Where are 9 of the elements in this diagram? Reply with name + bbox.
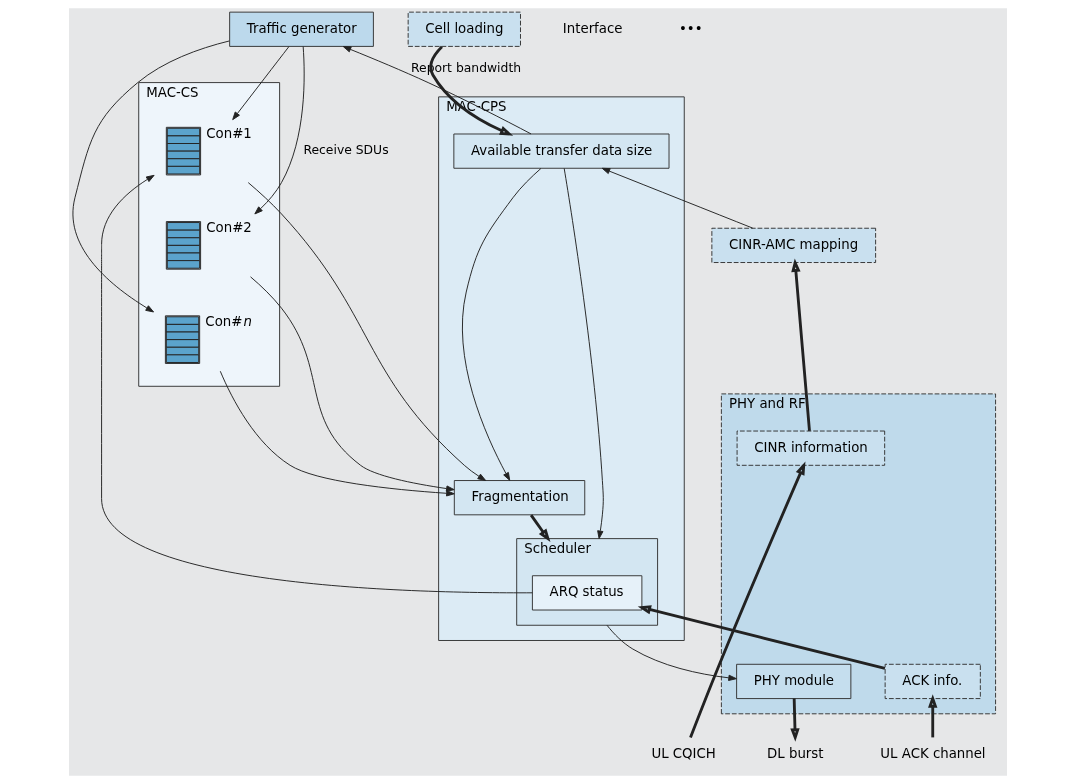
node-label: Con#2	[205, 220, 252, 236]
node-text: DL burst	[766, 746, 823, 762]
edge-label: Receive SDUs	[302, 143, 389, 158]
label: Interface	[562, 20, 622, 36]
node-label: Con#n	[204, 313, 252, 329]
node-text: UL CQICH	[650, 746, 716, 762]
node-label: Con#1	[205, 125, 252, 141]
node-text: UL ACK channel	[879, 746, 986, 762]
label: •••	[678, 20, 703, 36]
